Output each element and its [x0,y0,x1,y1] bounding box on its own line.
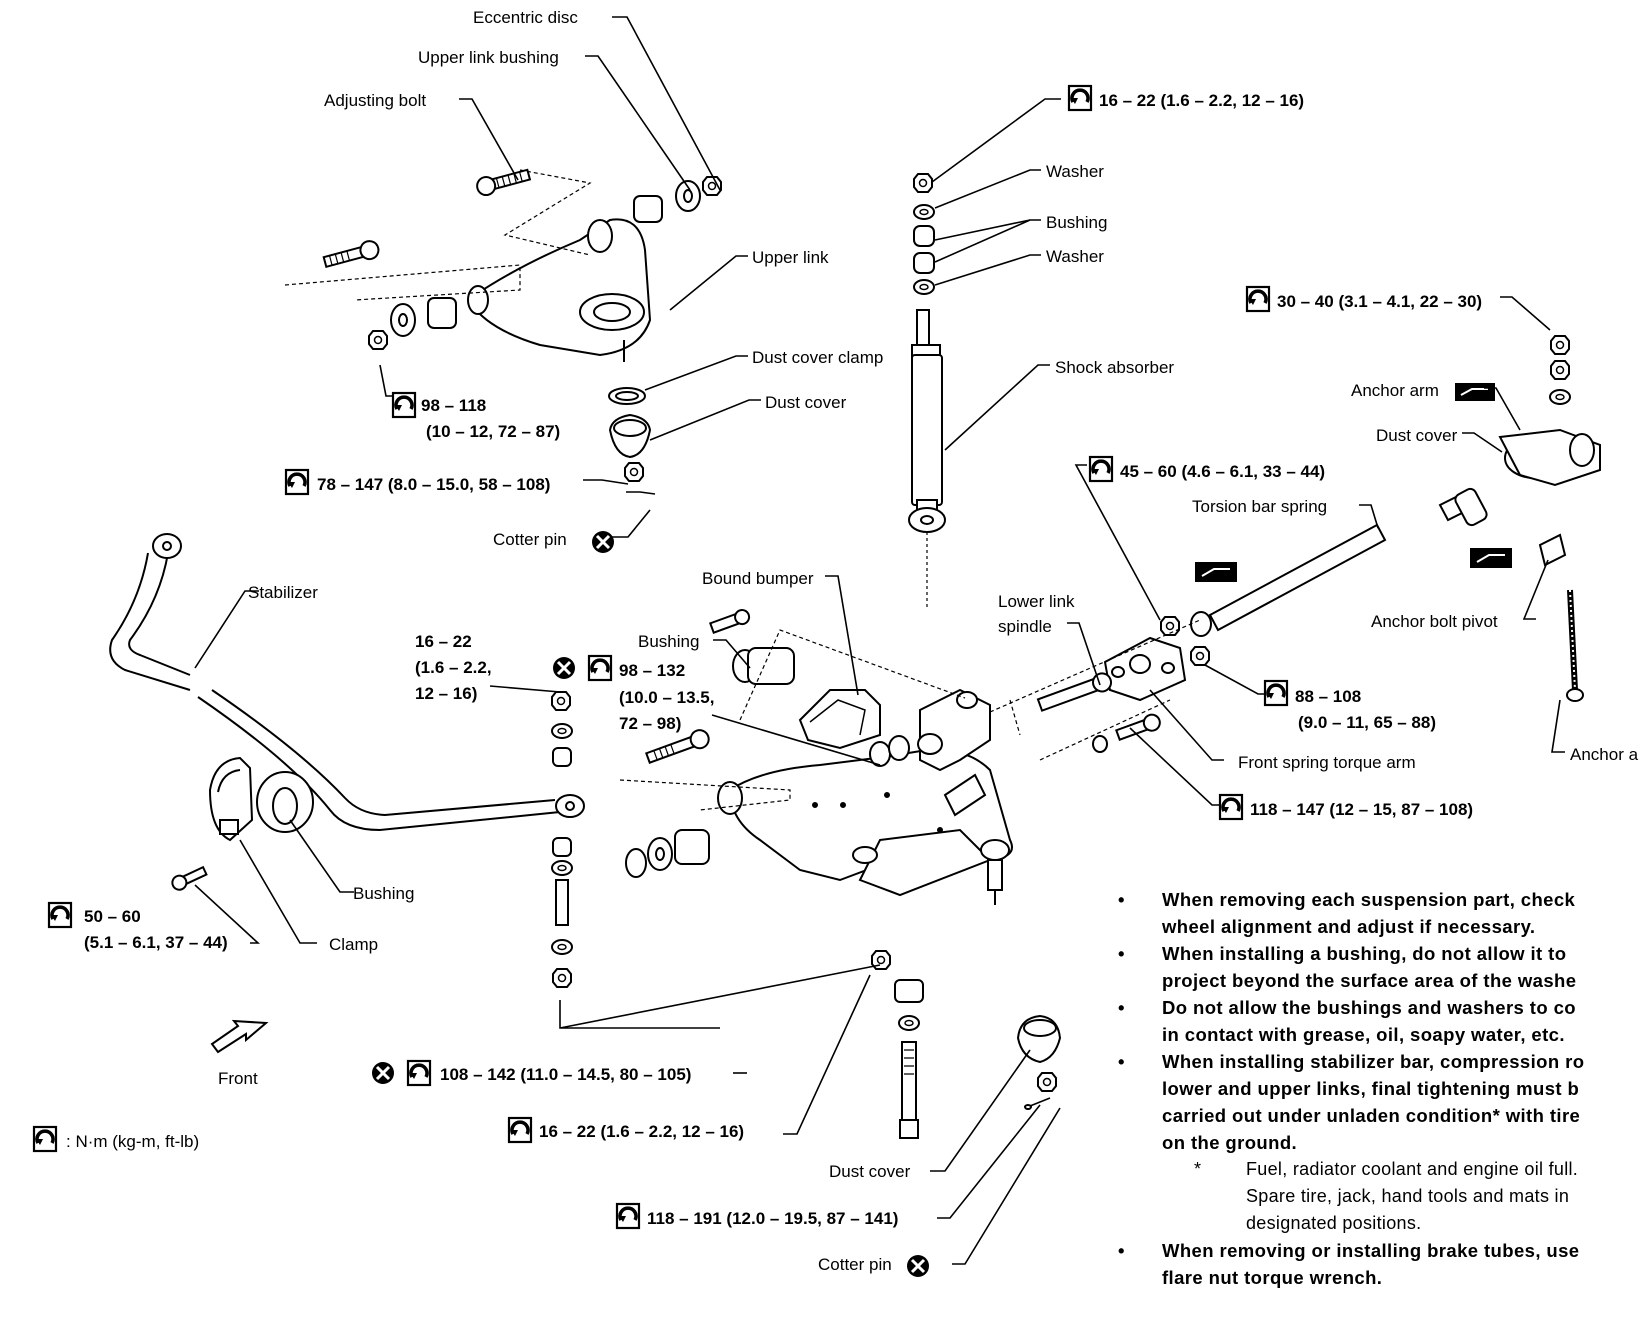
torque-clamp-l2: (5.1 – 6.1, 37 – 44) [84,933,228,952]
label-clamp: Clamp [329,935,378,954]
cotter-pin-replace-icon [590,529,616,555]
unit-legend: : N·m (kg-m, ft-lb) [32,1125,199,1153]
torque-specs: 16 – 22 (1.6 – 2.2, 12 – 16) 30 – 40 (3.… [47,84,1482,1279]
torque-16-22-lower: 16 – 22 (1.6 – 2.2, 12 – 16) [539,1122,744,1141]
torque-stab-link-l3: 12 – 16) [415,684,477,703]
torque-clamp-l1: 50 – 60 [84,907,141,926]
torque-stab-link-l2: (1.6 – 2.2, [415,658,492,677]
torque-lower-98-l3: 72 – 98) [619,714,681,733]
label-anchor-arm: Anchor arm [1351,381,1439,400]
label-front: Front [218,1069,258,1088]
label-torsion-bar-spring: Torsion bar spring [1192,497,1327,516]
torque-icon [587,654,613,682]
label-cotter-pin-lower: Cotter pin [818,1255,892,1274]
label-lower-link-spindle-2: spindle [998,617,1052,636]
note-item: •When removing each suspension part, che… [1118,889,1576,937]
label-lower-link-spindle-1: Lower link [998,592,1075,611]
part-labels: Eccentric disc Upper link bushing Adjust… [218,8,1639,1274]
label-eccentric-disc: Eccentric disc [473,8,578,27]
torque-upper-98-l2: (10 – 12, 72 – 87) [426,422,560,441]
label-bushing-stabilizer: Bushing [353,884,414,903]
torque-upper-98-l1: 98 – 118 [421,396,486,415]
legend-unit-text: : N·m (kg-m, ft-lb) [66,1132,199,1151]
note-item: •When removing or installing brake tubes… [1118,1240,1580,1288]
upper-link-assembly [284,168,722,495]
label-upper-link: Upper link [752,248,829,267]
torque-icon [47,901,73,929]
torque-icon [32,1125,58,1153]
torque-icon [1088,455,1114,483]
replace-icon [551,655,577,681]
label-washer-top: Washer [1046,162,1104,181]
notes-list: •When removing each suspension part, che… [1118,886,1648,1291]
torque-icon [406,1059,432,1087]
shock-absorber-assembly [908,173,946,610]
label-adjusting-bolt: Adjusting bolt [324,91,426,110]
torque-lower-98-l2: (10.0 – 13.5, [619,688,714,707]
label-front-spring-torque-arm: Front spring torque arm [1238,753,1416,772]
torque-shock-top: 16 – 22 (1.6 – 2.2, 12 – 16) [1099,91,1304,110]
label-stabilizer: Stabilizer [248,583,318,602]
torque-icon [1218,793,1244,821]
note-item: •Do not allow the bushings and washers t… [1118,997,1576,1045]
torque-balljoint-78: 78 – 147 (8.0 – 15.0, 58 – 108) [317,475,550,494]
lower-link-assembly [619,609,1021,905]
torque-icon [284,468,310,496]
torque-118-191: 118 – 191 (12.0 – 19.5, 87 – 141) [647,1209,898,1228]
torque-stab-link-l1: 16 – 22 [415,632,472,651]
leader-lines [194,16,1565,1265]
torque-88-l1: 88 – 108 [1295,687,1361,706]
torque-118-147: 118 – 147 (12 – 15, 87 – 108) [1250,800,1473,819]
label-cotter-pin-upper: Cotter pin [493,530,567,549]
note-item: •When installing a bushing, do not allow… [1118,943,1577,991]
cotter-pin-replace-icon [905,1253,931,1279]
torque-icon [391,391,417,419]
torsion-bar-assembly [989,335,1601,761]
label-bushing-shock: Bushing [1046,213,1107,232]
lower-parts [871,950,1062,1139]
label-dust-cover-lower: Dust cover [829,1162,911,1181]
label-dust-cover-upper: Dust cover [765,393,847,412]
replace-icon [370,1060,396,1086]
torque-icon [1067,84,1093,112]
note-item: •When installing stabilizer bar, compres… [1118,1051,1585,1153]
label-bound-bumper: Bound bumper [702,569,814,588]
torque-icon [1263,679,1289,707]
label-bushing-lower: Bushing [638,632,699,651]
label-dust-cover-right: Dust cover [1376,426,1458,445]
label-shock-absorber: Shock absorber [1055,358,1174,377]
torque-icon [615,1202,641,1230]
torque-lower-98-l1: 98 – 132 [619,661,685,680]
torque-icon [507,1116,533,1144]
torque-torque-arm-45: 45 – 60 (4.6 – 6.1, 33 – 44) [1120,462,1325,481]
torque-anchor: 30 – 40 (3.1 – 4.1, 22 – 30) [1277,292,1482,311]
torque-icon [1245,285,1271,313]
label-anchor-cut: Anchor a [1570,745,1639,764]
torque-108-142: 108 – 142 (11.0 – 14.5, 80 – 105) [440,1065,691,1084]
label-washer-bottom: Washer [1046,247,1104,266]
torque-88-l2: (9.0 – 11, 65 – 88) [1298,713,1436,732]
label-dust-cover-clamp: Dust cover clamp [752,348,883,367]
stabilizer-assembly [109,533,585,1054]
label-anchor-bolt-pivot: Anchor bolt pivot [1371,612,1498,631]
label-upper-link-bushing: Upper link bushing [418,48,559,67]
footnote: *Fuel, radiator coolant and engine oil f… [1194,1159,1579,1233]
